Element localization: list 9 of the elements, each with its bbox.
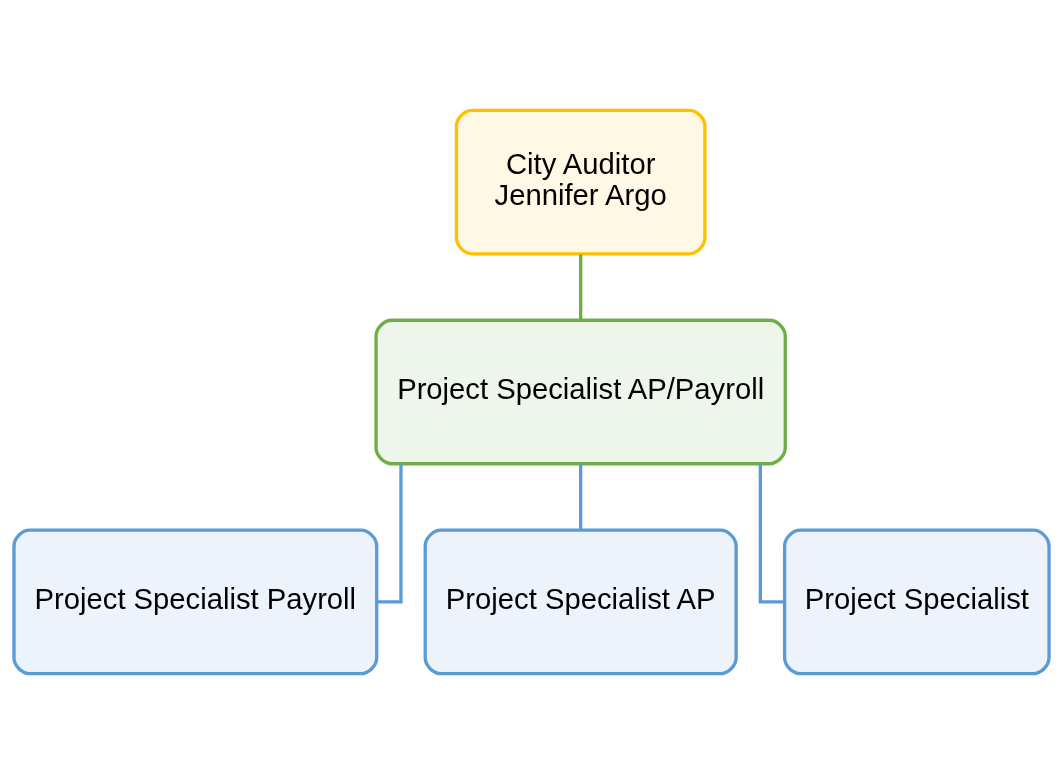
connector <box>579 463 583 530</box>
node-box: Project Specialist AP/Payroll <box>374 318 787 465</box>
node-box: Project Specialist AP <box>423 528 738 675</box>
node-box: Project Specialist Payroll <box>12 528 379 675</box>
connector <box>376 463 403 604</box>
node-box: Project Specialist <box>782 528 1051 675</box>
connector <box>579 253 583 320</box>
connector <box>758 463 785 604</box>
node-box: City Auditor Jennifer Argo <box>454 108 707 255</box>
